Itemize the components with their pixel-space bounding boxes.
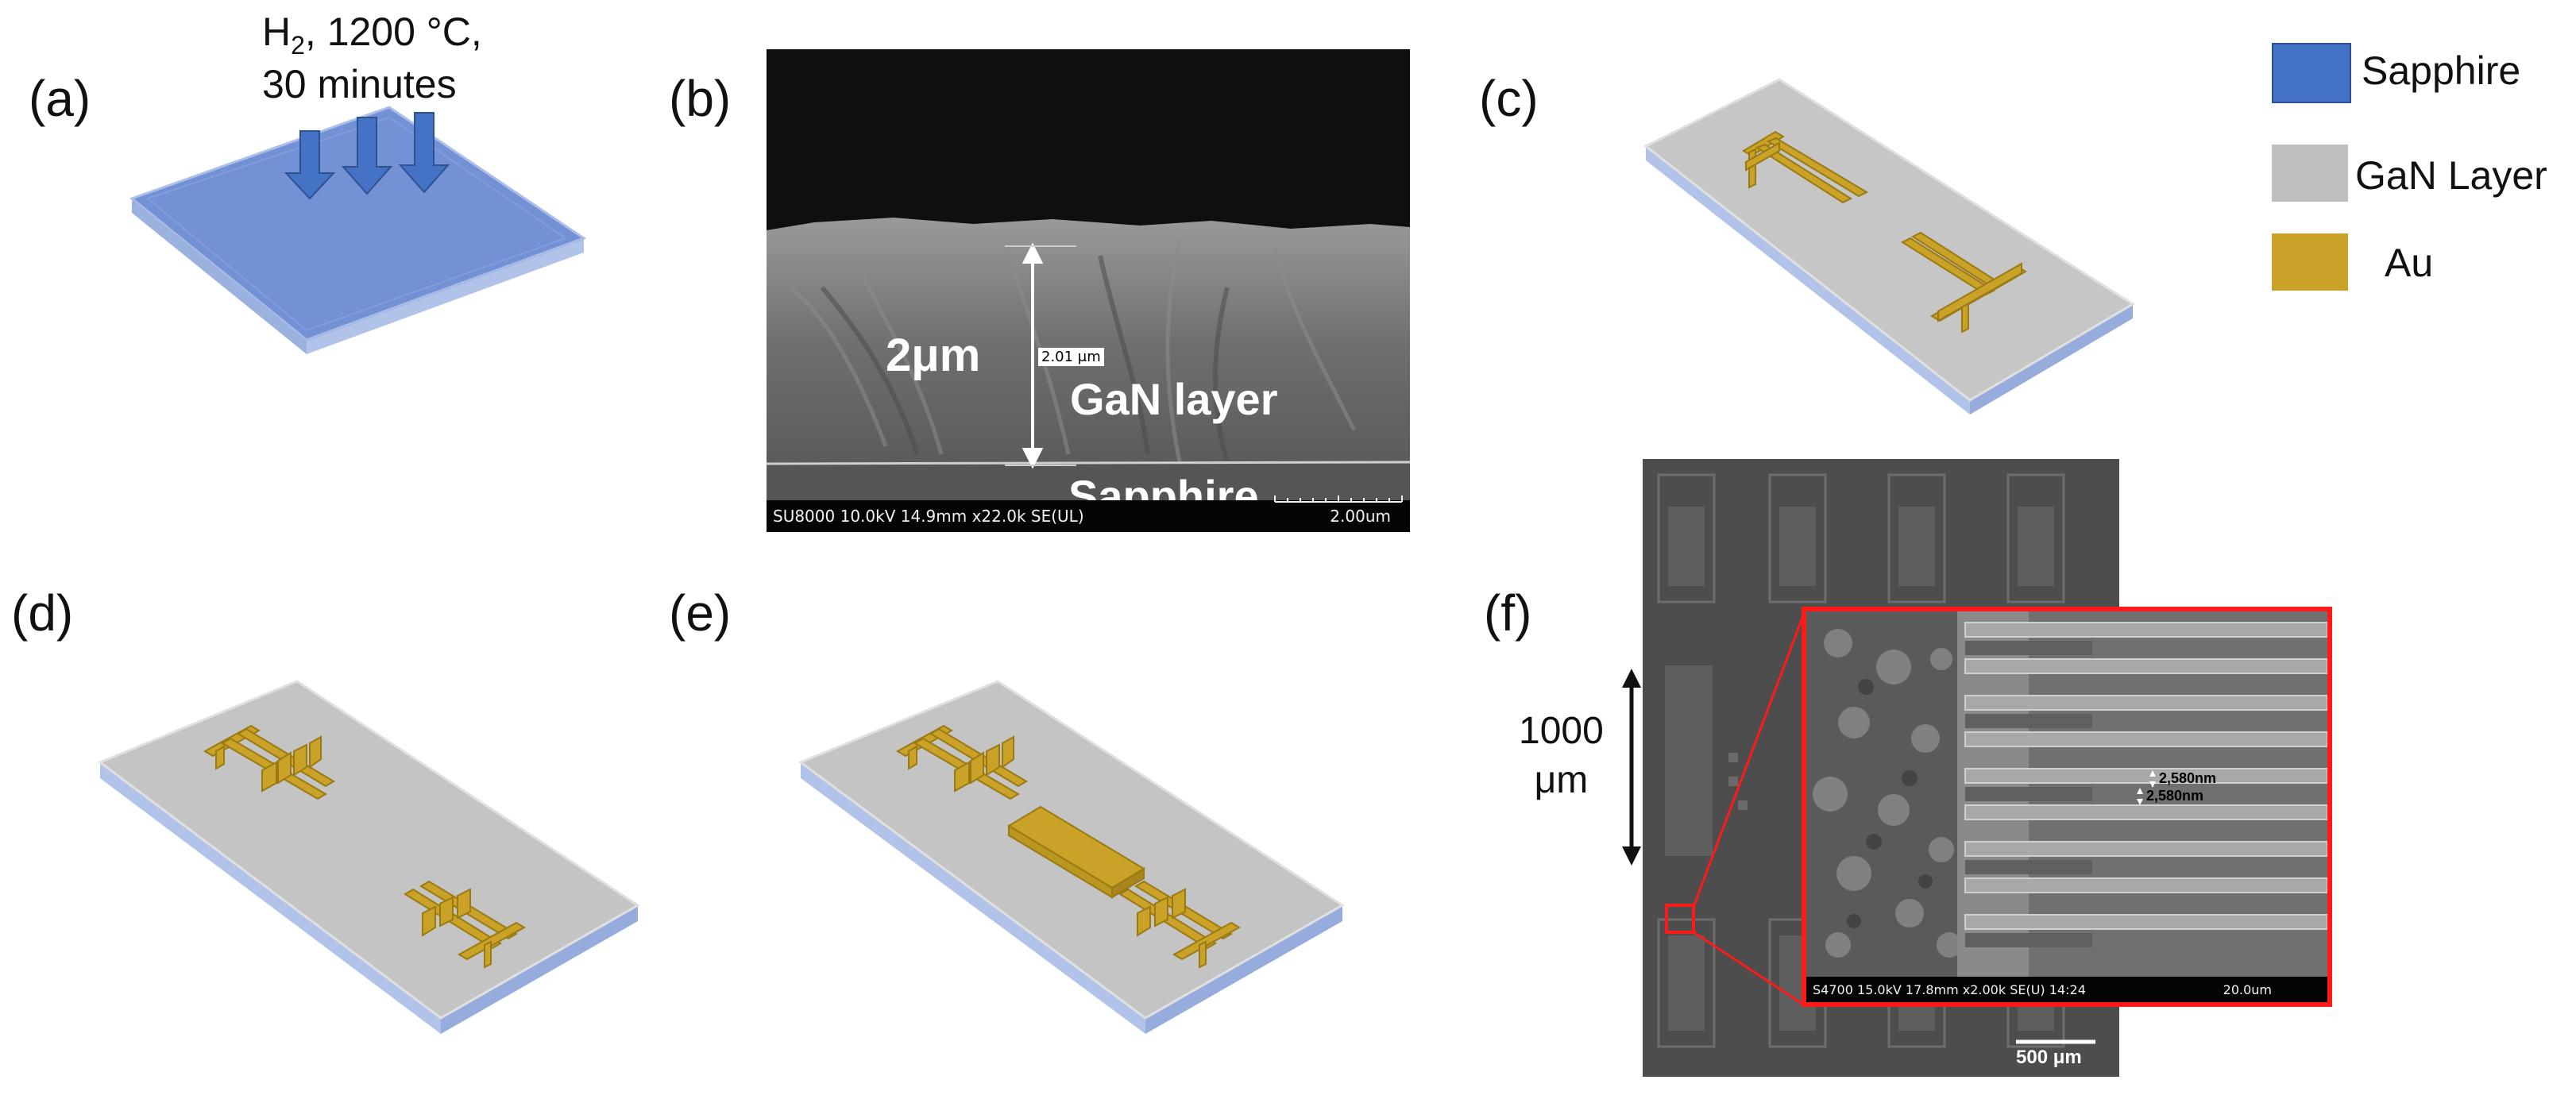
- panel-label-c: (c): [1479, 70, 1539, 127]
- legend-label-sapphire: Sapphire: [2362, 48, 2521, 93]
- sem-scale-text-b: 2.00um: [1330, 507, 1391, 526]
- gan-layer-label: GaN layer: [1070, 374, 1278, 424]
- legend-label-gan: GaN Layer: [2355, 153, 2547, 198]
- scale-1000um-text: 1000 μm: [1519, 710, 1604, 802]
- legend-label-au: Au: [2385, 241, 2434, 285]
- sem-inset: 2,580nm 2,580nm S4700 15.0kV 17.8mm x2.0…: [1802, 607, 2332, 1007]
- sem-scale-text-inset: 20.0um: [2223, 981, 2272, 997]
- annealing-conditions: H2, 1200 °C, 30 minutes: [262, 10, 482, 107]
- sem-info-bar-b: SU8000 10.0kV 14.9mm x22.0k SE(UL) 2.00u…: [767, 500, 1410, 532]
- sem-cross-section: 2μm 2.01 μm GaN layer Sapphire SU8000 10…: [767, 49, 1410, 532]
- idt-electrode-d-2: [404, 880, 526, 969]
- panel-label-b: (b): [669, 70, 732, 127]
- sem-info-bar-inset: S4700 15.0kV 17.8mm x2.00k SE(U) 14:24 2…: [1806, 977, 2327, 1002]
- gap-label-1: 2,580nm: [2159, 770, 2217, 786]
- idt-electrode-e-1: [895, 724, 1028, 800]
- idt-electrode-e-2: [1118, 880, 1241, 969]
- panel-label-a: (a): [29, 70, 91, 127]
- sem-info-text-inset: S4700 15.0kV 17.8mm x2.00k SE(U) 14:24: [1813, 981, 2086, 997]
- sem-info-text-b: SU8000 10.0kV 14.9mm x22.0k SE(UL): [773, 507, 1084, 526]
- legend-swatch-au: [2272, 233, 2348, 291]
- overview-scale-bar: 500 μm: [2016, 1047, 2082, 1068]
- panel-label-d: (d): [11, 584, 74, 642]
- thickness-arrow: [1005, 242, 1076, 469]
- legend-swatch-sapphire: [2272, 43, 2351, 103]
- idt-electrode-d-1: [203, 724, 335, 800]
- gap-label-2: 2,580nm: [2146, 788, 2204, 804]
- legend-swatch-gan: [2272, 145, 2348, 202]
- panel-label-e: (e): [669, 584, 732, 642]
- heat-arrows: [284, 112, 450, 200]
- panel-label-f: (f): [1484, 584, 1532, 642]
- electrode-c-1: [1742, 130, 1869, 204]
- gold-pad-e: [1007, 805, 1145, 899]
- electrode-c-2: [1900, 231, 2027, 334]
- measure-tag: 2.01 μm: [1038, 348, 1104, 366]
- thickness-label: 2μm: [886, 330, 981, 381]
